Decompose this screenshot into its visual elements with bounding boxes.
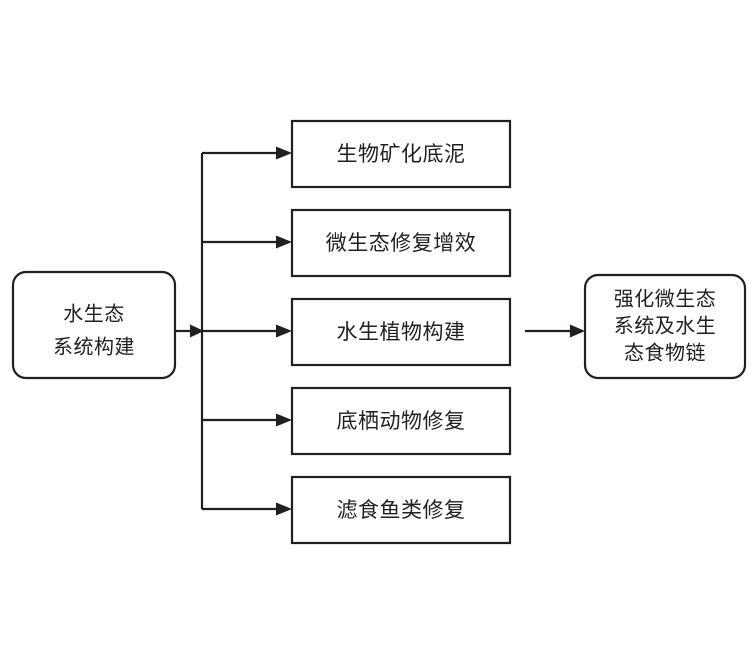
node-branch-5-shape[interactable] — [290, 475, 512, 545]
node-target[interactable]: 强化微生态 系统及水生 态食物链 — [583, 273, 747, 380]
arrow-head-branch-3 — [276, 324, 292, 338]
node-target-label-line-1: 强化微生态 — [614, 287, 717, 311]
arrow-head-branch-1 — [276, 146, 292, 160]
node-source-shape[interactable] — [11, 270, 177, 380]
node-branch-3-label: 水生植物构建 — [337, 320, 466, 344]
node-branch-2-label: 微生态修复增效 — [326, 231, 477, 255]
node-branch-3[interactable]: 水生植物构建 — [290, 297, 512, 367]
node-source[interactable]: 水生态 系统构建 — [11, 270, 177, 380]
connector-group — [175, 146, 585, 516]
node-branch-4-shape[interactable] — [290, 386, 512, 456]
node-branch-5[interactable]: 滤食鱼类修复 — [290, 475, 512, 545]
arrow-head-branch-4 — [276, 413, 292, 427]
arrow-head-target — [570, 324, 585, 338]
arrow-head-source-to-trunk — [190, 324, 204, 338]
node-target-label-line-2: 系统及水生 — [614, 314, 717, 338]
node-branch-5-label: 滤食鱼类修复 — [337, 498, 466, 522]
node-branch-2[interactable]: 微生态修复增效 — [290, 208, 512, 278]
node-branch-3-shape[interactable] — [290, 297, 512, 367]
node-target-label-line-3: 态食物链 — [624, 341, 706, 365]
arrow-head-branch-5 — [276, 502, 292, 516]
node-branch-1-shape[interactable] — [290, 119, 512, 189]
node-branch-4-label: 底栖动物修复 — [337, 409, 466, 433]
node-target-shape[interactable] — [583, 273, 747, 380]
arrow-head-branch-2 — [276, 235, 292, 249]
node-branch-4[interactable]: 底栖动物修复 — [290, 386, 512, 456]
node-branch-2-shape[interactable] — [290, 208, 512, 278]
node-source-label-line-2: 系统构建 — [53, 335, 135, 359]
node-branch-1-label: 生物矿化底泥 — [337, 142, 466, 166]
node-source-label-line-1: 水生态 — [63, 302, 125, 326]
node-branch-1[interactable]: 生物矿化底泥 — [290, 119, 512, 189]
